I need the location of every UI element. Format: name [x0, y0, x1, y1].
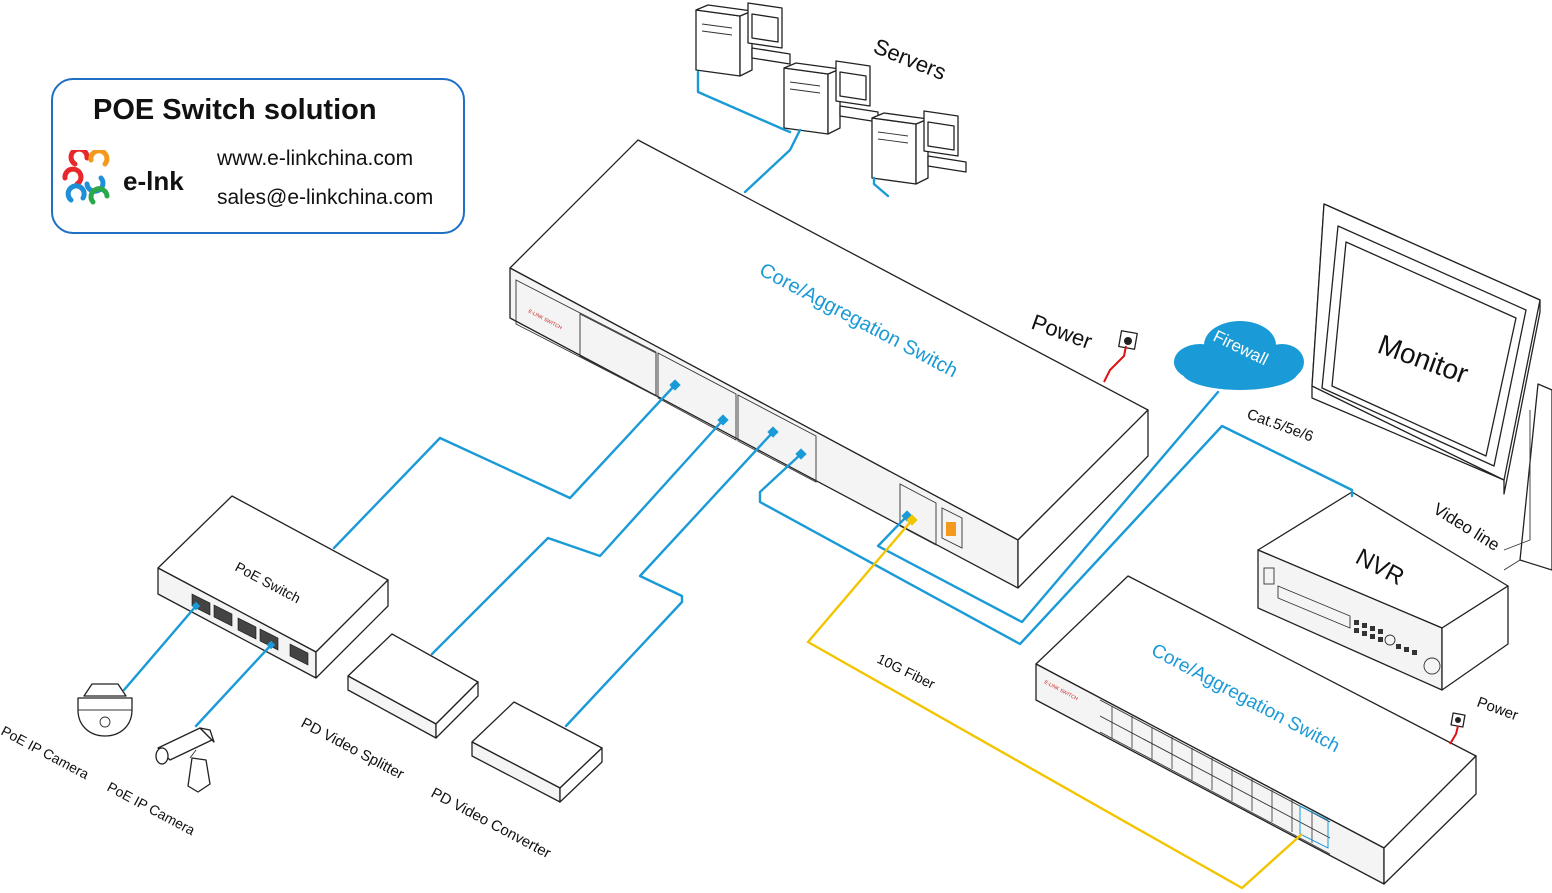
core-switch-top: E-LINK SWITCH	[509, 139, 1149, 589]
power-outlet-icon	[1118, 330, 1138, 350]
camera-1-label: PoE IP Camera	[0, 723, 92, 783]
server-icon	[695, 2, 791, 77]
server-icon	[783, 60, 879, 135]
server-icon	[871, 110, 967, 185]
brand-card: POE Switch solution e-lnk www.e-linkchin…	[51, 78, 465, 234]
camera-2-label: PoE IP Camera	[105, 779, 198, 839]
video-splitter-icon	[347, 633, 479, 739]
power-outlet-icon	[1450, 712, 1466, 728]
video-converter-label: PD Video Converter	[428, 785, 554, 863]
e-link-logo-icon	[62, 150, 110, 205]
bullet-camera-icon	[155, 727, 215, 793]
email-link[interactable]: sales@e-linkchina.com	[217, 186, 434, 209]
nvr-icon	[1257, 491, 1509, 691]
brand-title: POE Switch solution	[93, 94, 377, 126]
website-link[interactable]: www.e-linkchina.com	[217, 147, 414, 170]
video-converter-icon	[471, 701, 603, 803]
video-splitter-label: PD Video Splitter	[298, 715, 407, 784]
dome-camera-icon	[77, 683, 133, 737]
cat-cable-label: Cat.5/5e/6	[1245, 406, 1316, 446]
power-top-label: Power	[1028, 309, 1095, 354]
power-bottom-label: Power	[1475, 694, 1521, 725]
servers-label: Servers	[870, 33, 950, 85]
core-switch-bottom: E-LINK SWITCH	[1035, 575, 1477, 885]
cloud-icon	[1174, 321, 1304, 390]
switch-icon	[157, 495, 389, 679]
monitor-icon	[1311, 203, 1552, 571]
company-name: e-lnk	[123, 166, 184, 196]
